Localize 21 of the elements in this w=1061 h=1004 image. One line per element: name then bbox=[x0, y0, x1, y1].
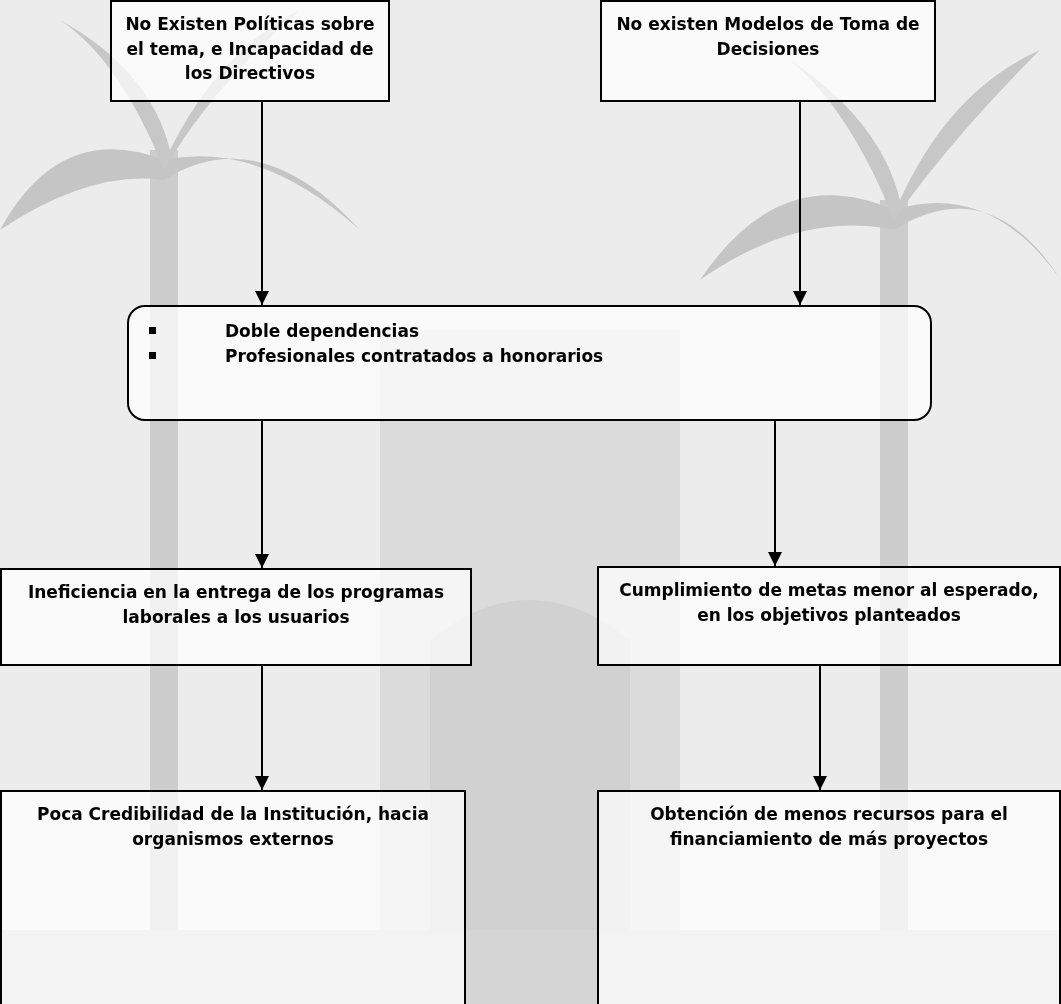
box-text: Ineficiencia en la entrega de los programas laborales a los usuarios bbox=[26, 581, 446, 629]
text-box bbox=[0, 568, 472, 666]
arrow bbox=[768, 420, 782, 567]
rounded-box bbox=[127, 305, 932, 421]
box-text: Obtención de menos recursos para el financiamiento de más proyectos bbox=[649, 803, 1009, 851]
arrow bbox=[255, 665, 269, 791]
arrow bbox=[255, 101, 269, 306]
box-text: Cumplimiento de metas menor al esperado, en los objetivos planteados bbox=[618, 579, 1040, 627]
box-text: No existen Modelos de Toma de Decisiones bbox=[615, 13, 921, 61]
text-box bbox=[597, 566, 1061, 666]
arrow bbox=[793, 101, 807, 306]
text-box bbox=[0, 790, 466, 1004]
text-box bbox=[597, 790, 1061, 1004]
bullet-item: Profesionales contratados a honorarios bbox=[149, 343, 604, 369]
arrow bbox=[813, 665, 827, 791]
box-text: No Existen Políticas sobre el tema, e Incapacidad de los Directivos bbox=[124, 13, 376, 86]
box-text: Poca Credibilidad de la Institución, hacia organismos externos bbox=[36, 803, 430, 851]
text-box bbox=[110, 0, 390, 102]
bullet-item: Doble dependencias bbox=[149, 319, 420, 344]
arrow bbox=[255, 420, 269, 569]
text-box bbox=[600, 0, 936, 102]
